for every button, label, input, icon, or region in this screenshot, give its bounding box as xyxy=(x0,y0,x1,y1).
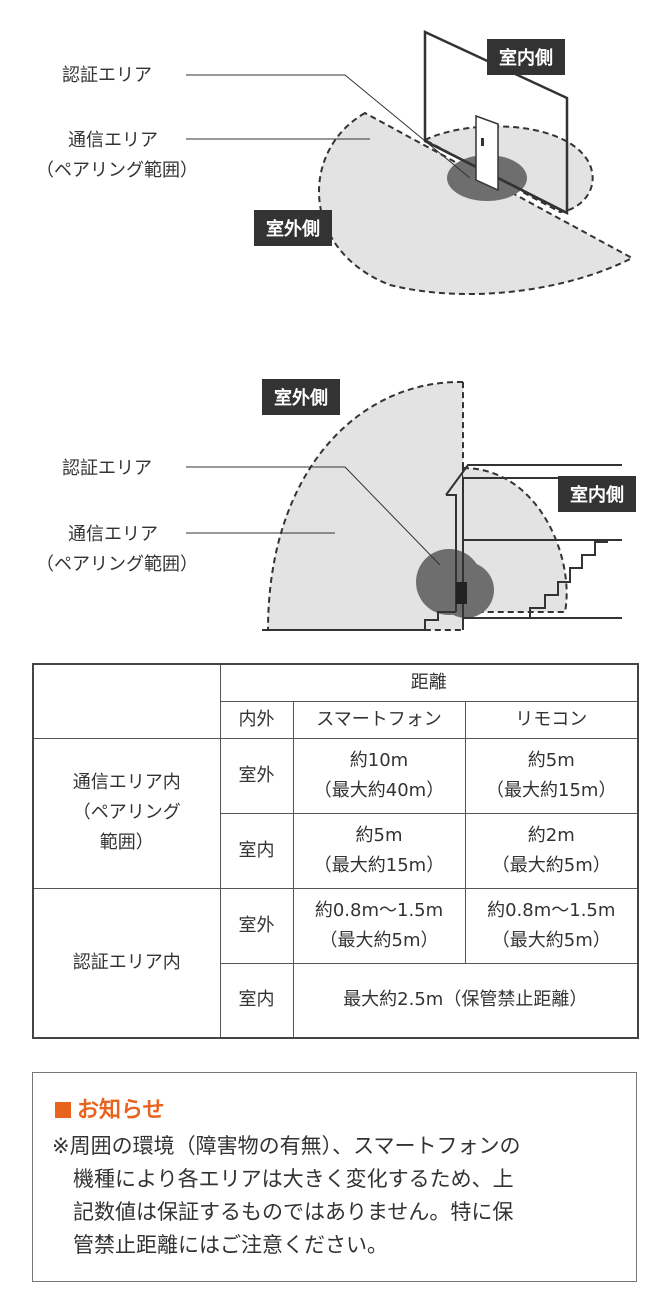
cell-remote: 約2m （最大約5m） xyxy=(464,812,639,889)
comm-area-label: 通信エリア xyxy=(68,130,158,151)
notice-box: お知らせ ※周囲の環境（障害物の有無）、スマートフォンの 機種により各エリアは大… xyxy=(32,1072,637,1282)
row-place: 室内 xyxy=(219,812,294,889)
square-bullet-icon xyxy=(55,1102,71,1118)
header-smartphone: スマートフォン xyxy=(292,700,466,739)
outdoor-tag: 室外側 xyxy=(266,218,320,240)
cell-phone: 約10m （最大約40m） xyxy=(292,737,466,814)
indoor-tag: 室内側 xyxy=(570,484,624,506)
header-remote: リモコン xyxy=(464,700,639,739)
cell-remote: 約0.8m～1.5m （最大約5m） xyxy=(464,887,639,964)
header-distance: 距離 xyxy=(219,663,639,702)
auth-area-label: 認証エリア xyxy=(62,458,152,479)
cell-remote: 約5m （最大約15m） xyxy=(464,737,639,814)
cell-phone: 約0.8m～1.5m （最大約5m） xyxy=(292,887,466,964)
group-auth-label: 認証エリア内 xyxy=(32,887,221,1039)
indoor-tag: 室内側 xyxy=(499,47,553,69)
outdoor-tag-bg xyxy=(262,379,340,415)
outdoor-tag-bg xyxy=(254,210,332,246)
row-place: 室外 xyxy=(219,887,294,964)
row-place: 室外 xyxy=(219,737,294,814)
row-place: 室内 xyxy=(219,962,294,1039)
bottom-diagram: 認証エリア 通信エリア （ペアリング範囲） 室外側 室内側 xyxy=(36,379,636,631)
table-corner xyxy=(32,663,221,739)
indoor-stairs xyxy=(463,541,622,619)
comm-area-outdoor xyxy=(318,111,635,296)
notice-title: お知らせ xyxy=(55,1092,165,1124)
door xyxy=(475,114,499,192)
comm-area-label: 通信エリア xyxy=(68,524,158,545)
comm-area-outdoor xyxy=(266,380,464,631)
range-table: 距離 内外 スマートフォン リモコン 通信エリア内 （ペアリング 範囲） 室外 … xyxy=(32,663,639,1039)
auth-leader-line-diag xyxy=(344,466,441,566)
auth-leader-line-diag xyxy=(344,74,471,179)
group-comm-label: 通信エリア内 （ペアリング 範囲） xyxy=(32,737,221,889)
cell-merged: 最大約2.5m（保管禁止距離） xyxy=(292,962,639,1039)
auth-area-label: 認証エリア xyxy=(62,65,152,86)
outdoor-steps xyxy=(262,611,456,631)
header-inout: 内外 xyxy=(219,700,294,739)
pairing-range-label: （ペアリング範囲） xyxy=(36,160,198,181)
indoor-tag-bg xyxy=(558,476,636,512)
pairing-range-label: （ペアリング範囲） xyxy=(36,554,198,575)
notice-body: ※周囲の環境（障害物の有無）、スマートフォンの 機種により各エリアは大きく変化す… xyxy=(52,1134,521,1257)
door-handle xyxy=(481,138,484,146)
indoor-tag-bg xyxy=(487,39,565,75)
cell-phone: 約5m （最大約15m） xyxy=(292,812,466,889)
top-diagram: 認証エリア 通信エリア （ペアリング範囲） 室内側 室外側 xyxy=(36,30,635,296)
door xyxy=(456,582,467,604)
outdoor-tag: 室外側 xyxy=(274,387,328,409)
building-outline xyxy=(445,464,622,630)
